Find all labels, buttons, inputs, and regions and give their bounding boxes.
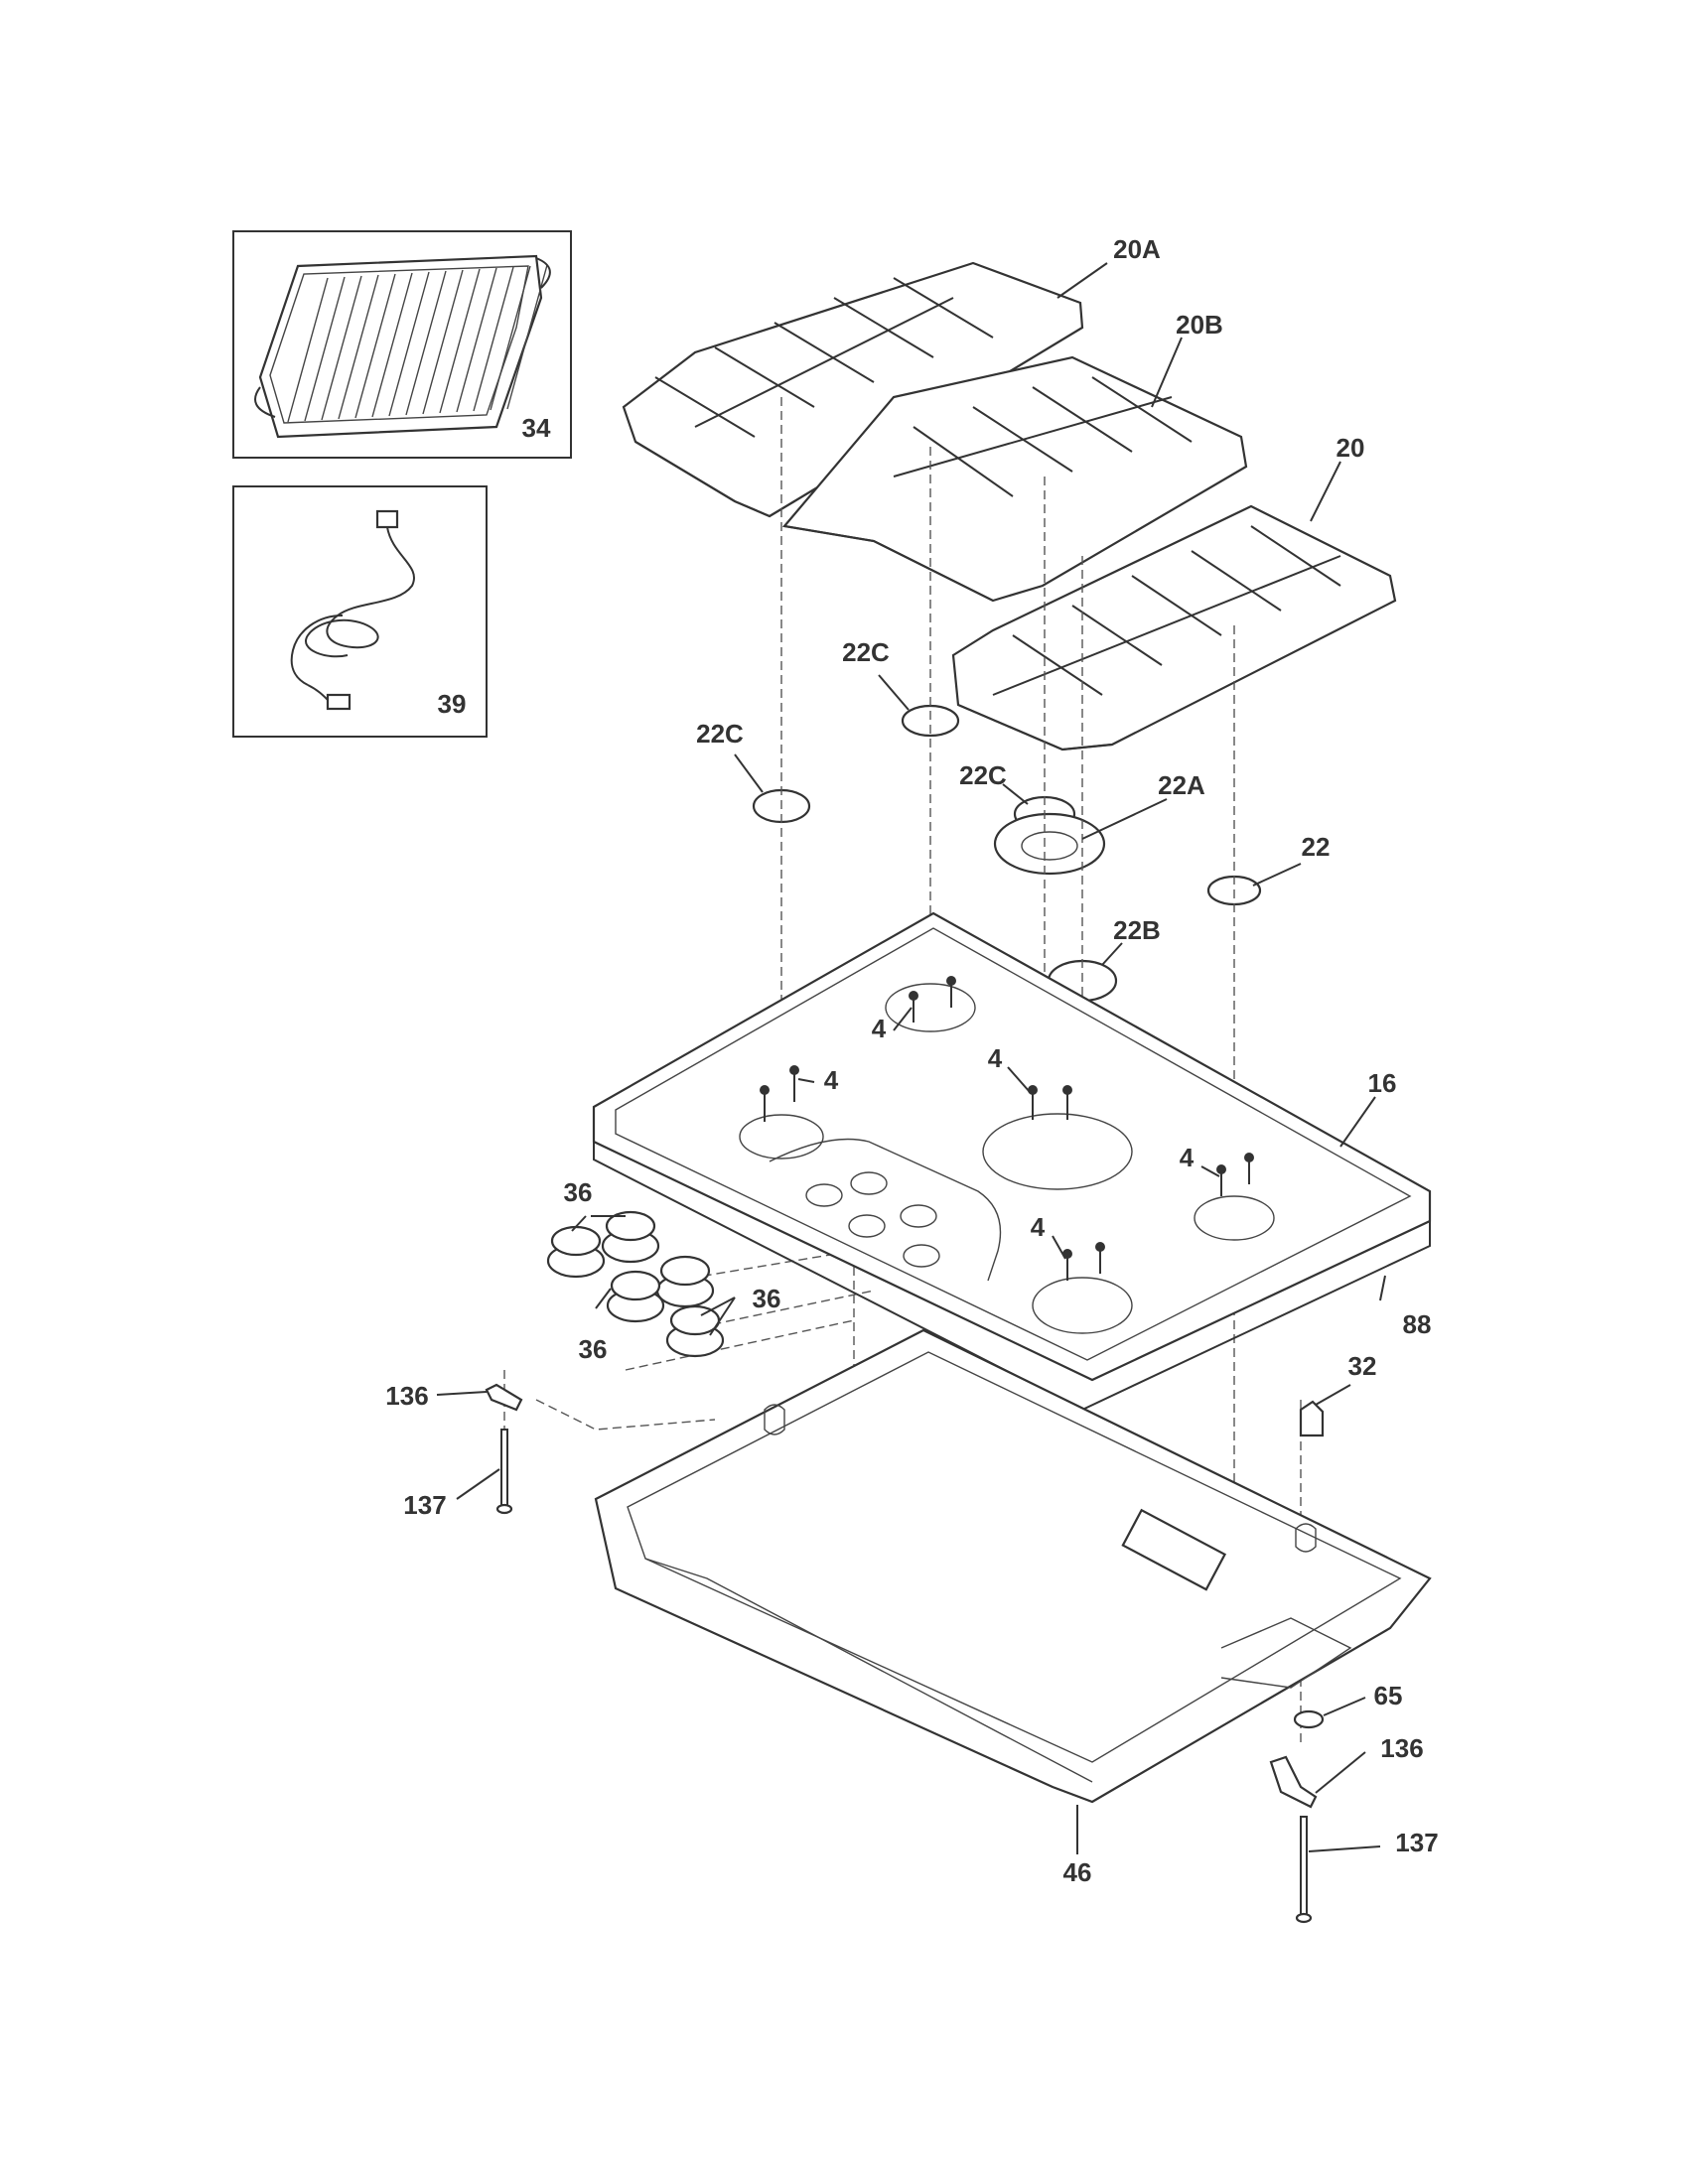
label-137-left: 137 [403, 1490, 446, 1520]
label-39: 39 [438, 689, 467, 719]
part-65 [1293, 1709, 1325, 1729]
label-22: 22 [1302, 832, 1331, 862]
griddle-rib [388, 271, 430, 417]
knob-1 [546, 1225, 606, 1279]
label-4-a: 4 [872, 1014, 887, 1043]
griddle-rib [338, 274, 379, 420]
cooktop-16 [592, 911, 1432, 1382]
label-136-right: 136 [1380, 1733, 1423, 1763]
label-22C-cap: 22C [959, 760, 1007, 790]
knobs-36 [546, 1210, 725, 1358]
grate-20 [951, 504, 1397, 751]
burner-ring-22A [993, 812, 1106, 876]
label-22B: 22B [1113, 915, 1161, 945]
label-22C-left: 22C [696, 719, 744, 749]
burner-box-46 [594, 1328, 1432, 1804]
screw-137-right [1295, 1816, 1313, 1924]
label-36-a: 36 [564, 1177, 593, 1207]
label-136-left: 136 [385, 1381, 428, 1411]
label-46: 46 [1063, 1857, 1092, 1887]
griddle-rib [473, 266, 514, 412]
knob-5 [665, 1304, 725, 1358]
label-88: 88 [1403, 1309, 1432, 1339]
griddle-rib [456, 267, 497, 413]
leader-lines [436, 262, 1386, 1854]
label-20: 20 [1336, 433, 1365, 463]
label-34: 34 [522, 413, 551, 443]
inset-griddle-box: 34 [232, 230, 572, 459]
griddle-rib [422, 269, 464, 415]
griddle-rib [321, 275, 362, 421]
label-16: 16 [1368, 1068, 1397, 1098]
label-20A: 20A [1113, 234, 1161, 264]
part-32 [1299, 1400, 1325, 1437]
power-cord-icon [290, 509, 415, 711]
griddle-rib [490, 265, 531, 411]
grate-20B [781, 355, 1248, 603]
knob-4 [606, 1270, 665, 1323]
label-32: 32 [1348, 1351, 1377, 1381]
griddle-rib [354, 273, 396, 419]
label-4-d: 4 [1180, 1143, 1195, 1172]
label-4-e: 4 [1031, 1212, 1046, 1242]
griddle-rib [371, 272, 413, 418]
label-22C-mid: 22C [842, 637, 890, 667]
griddle-rib [439, 268, 481, 414]
knob-2 [601, 1210, 660, 1264]
griddle-rib [405, 270, 447, 416]
screws-4 [760, 976, 1254, 1281]
griddle-rib [287, 277, 329, 423]
bracket-136-right [1269, 1755, 1318, 1809]
callouts: 20A 20B 20 22C 22C 22C 22A 22 22B 4 4 4 … [385, 234, 1438, 1887]
grate-20A [622, 261, 1084, 518]
label-137-right: 137 [1395, 1828, 1438, 1857]
griddle-icon [254, 254, 551, 439]
label-4-b: 4 [824, 1065, 839, 1095]
label-4-c: 4 [988, 1043, 1003, 1073]
label-22A: 22A [1158, 770, 1205, 800]
label-65: 65 [1374, 1681, 1403, 1710]
knob-3 [655, 1255, 715, 1308]
label-20B: 20B [1176, 310, 1223, 340]
bracket-136-left [485, 1383, 523, 1412]
inset-cord-box: 39 [232, 485, 488, 738]
griddle-rib [506, 264, 548, 410]
label-36-b: 36 [753, 1284, 781, 1313]
griddle-rib [304, 276, 346, 422]
screw-137-left [495, 1429, 513, 1515]
label-36-c: 36 [579, 1334, 608, 1364]
